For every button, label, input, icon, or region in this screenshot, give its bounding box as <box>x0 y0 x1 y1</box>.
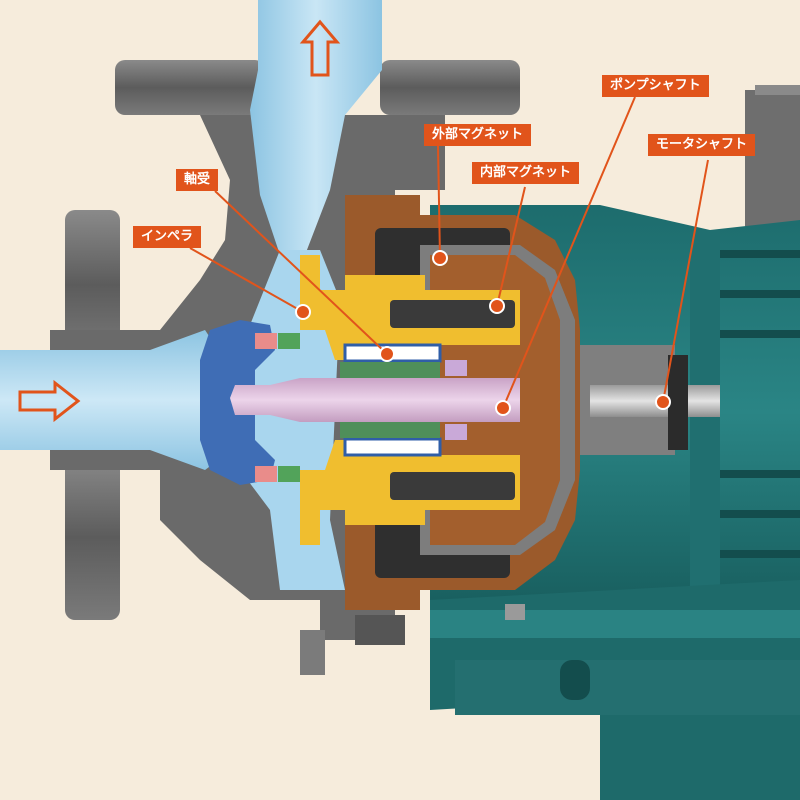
label-inner-magnet: 内部マグネット <box>472 162 580 184</box>
label-pump-shaft: ポンプシャフト <box>602 75 709 97</box>
label-outer-magnet: 外部マグネット <box>424 124 532 146</box>
inlet-arrow-icon <box>18 379 81 423</box>
pump-shaft <box>230 378 520 422</box>
label-impeller: インペラ <box>133 226 202 248</box>
impeller-body <box>300 255 520 545</box>
bearing-assembly <box>340 343 467 457</box>
outlet-arrow-icon <box>299 19 341 77</box>
callout-leader-lines <box>189 96 709 416</box>
motor-base <box>430 580 800 800</box>
label-motor-shaft: モータシャフト <box>648 134 756 156</box>
label-bearing: 軸受 <box>176 169 219 191</box>
